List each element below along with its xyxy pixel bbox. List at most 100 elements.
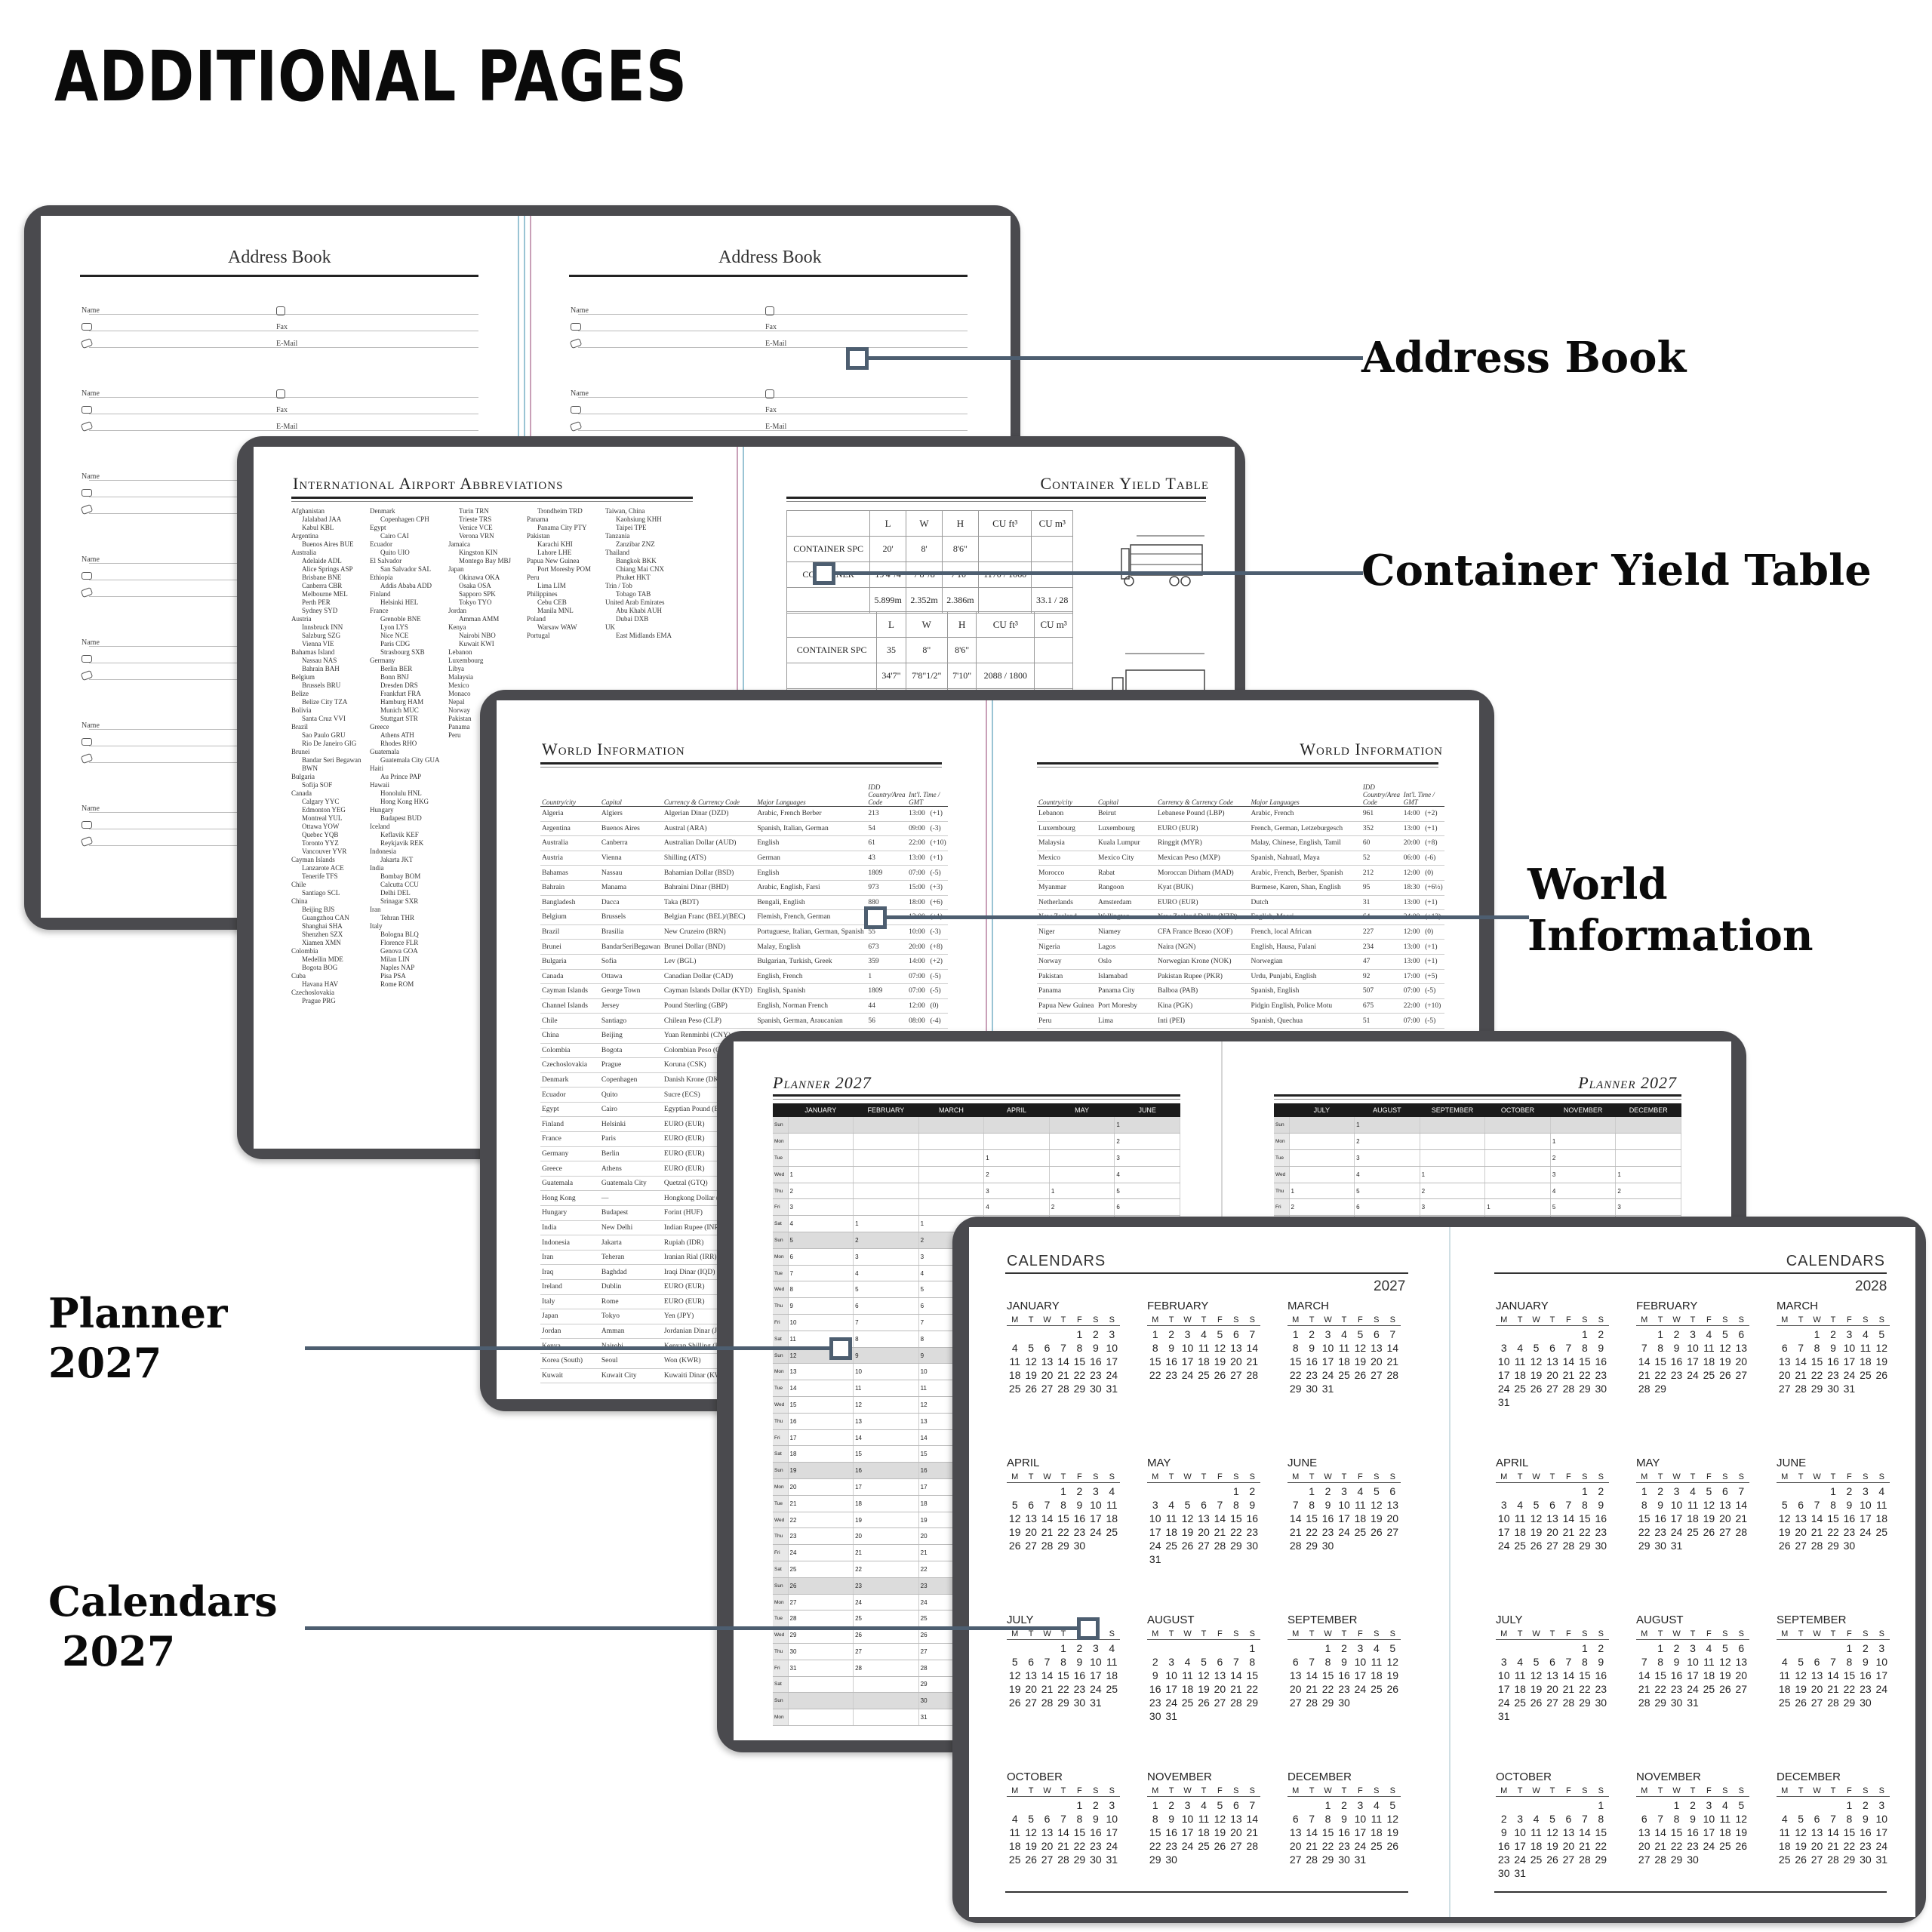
calendar-day[interactable]: 20	[1371, 1355, 1383, 1367]
calendar-day[interactable]: 25	[1008, 1383, 1021, 1395]
calendar-day[interactable]: 24	[1497, 1697, 1510, 1709]
calendar-day[interactable]: 1	[1673, 1799, 1680, 1811]
calendar-day[interactable]: 12	[1530, 1355, 1543, 1367]
planner-day-cell[interactable]: 23	[788, 1527, 854, 1546]
calendar-day[interactable]: 17	[1149, 1526, 1161, 1538]
calendar-day[interactable]: 22	[1230, 1526, 1242, 1538]
planner-day-cell[interactable]: 16	[788, 1413, 854, 1430]
calendar-day[interactable]: 23	[1338, 1840, 1350, 1852]
planner-day-cell[interactable]: 1	[1114, 1117, 1180, 1134]
calendar-day[interactable]: 26	[1546, 1854, 1558, 1866]
calendar-day[interactable]: 16	[1090, 1355, 1102, 1367]
calendar-day[interactable]: 18	[1875, 1512, 1888, 1524]
calendar-day[interactable]: 25	[1703, 1683, 1715, 1695]
calendar-day[interactable]: 11	[1514, 1355, 1526, 1367]
calendar-day[interactable]: 8	[1581, 1342, 1588, 1354]
calendar-day[interactable]: 27	[1198, 1540, 1210, 1552]
calendar-day[interactable]: 18	[1514, 1683, 1526, 1695]
calendar-day[interactable]: 20	[1546, 1526, 1558, 1538]
calendar-day[interactable]: 6	[1028, 1499, 1035, 1511]
calendar-day[interactable]: 20	[1735, 1669, 1748, 1681]
calendar-day[interactable]: 28	[1057, 1383, 1069, 1395]
planner-day-cell[interactable]	[853, 1166, 919, 1183]
calendar-day[interactable]: 27	[1735, 1369, 1748, 1381]
calendar-day[interactable]: 21	[1827, 1840, 1839, 1852]
calendar-day[interactable]: 9	[1830, 1342, 1836, 1354]
planner-day-cell[interactable]: 11	[853, 1380, 919, 1398]
calendar-day[interactable]: 6	[1292, 1813, 1299, 1825]
calendar-day[interactable]: 6	[1232, 1328, 1239, 1340]
planner-day-cell[interactable]: 24	[853, 1594, 919, 1611]
calendar-day[interactable]: 13	[1041, 1826, 1054, 1838]
calendar-day[interactable]: 6	[1292, 1656, 1299, 1668]
calendar-day[interactable]: 23	[1687, 1840, 1699, 1852]
planner-day-cell[interactable]: 27	[853, 1643, 919, 1660]
calendar-day[interactable]: 31	[1670, 1540, 1683, 1552]
planner-day-cell[interactable]: 3	[983, 1183, 1050, 1200]
calendar-day[interactable]: 7	[1581, 1813, 1588, 1825]
calendar-day[interactable]: 12	[1703, 1499, 1715, 1511]
calendar-day[interactable]: 28	[1735, 1526, 1748, 1538]
planner-day-cell[interactable]: 10	[788, 1314, 854, 1331]
calendar-day[interactable]: 13	[1386, 1499, 1399, 1511]
calendar-day[interactable]: 25	[1371, 1683, 1383, 1695]
planner-day-cell[interactable]: 4	[983, 1198, 1050, 1217]
calendar-day[interactable]: 4	[1781, 1656, 1788, 1668]
calendar-day[interactable]: 22	[1149, 1369, 1161, 1381]
calendar-day[interactable]: 29	[1321, 1854, 1334, 1866]
calendar-day[interactable]: 17	[1497, 1526, 1510, 1538]
calendar-day[interactable]: 21	[1057, 1840, 1069, 1852]
calendar-day[interactable]: 2	[1309, 1328, 1315, 1340]
calendar-day[interactable]: 26	[1778, 1540, 1791, 1552]
calendar-day[interactable]: 16	[1073, 1512, 1086, 1524]
calendar-day[interactable]: 28	[1041, 1697, 1054, 1709]
calendar-day[interactable]: 1	[1324, 1642, 1331, 1654]
calendar-day[interactable]: 26	[1795, 1697, 1807, 1709]
calendar-day[interactable]: 15	[1149, 1826, 1161, 1838]
calendar-day[interactable]: 7	[1798, 1342, 1804, 1354]
calendar-day[interactable]: 26	[1214, 1369, 1226, 1381]
planner-day-cell[interactable]: 4	[1354, 1166, 1420, 1183]
planner-day-cell[interactable]: 5	[1354, 1183, 1420, 1200]
calendar-day[interactable]: 1	[1232, 1485, 1239, 1497]
calendar-day[interactable]: 29	[1230, 1540, 1242, 1552]
planner-day-cell[interactable]: 20	[788, 1478, 854, 1496]
planner-day-cell[interactable]	[1289, 1149, 1355, 1167]
calendar-day[interactable]: 19	[1354, 1355, 1367, 1367]
calendar-day[interactable]: 17	[1106, 1355, 1118, 1367]
calendar-day[interactable]: 4	[1109, 1485, 1115, 1497]
calendar-day[interactable]: 16	[1827, 1355, 1839, 1367]
calendar-day[interactable]: 19	[1795, 1840, 1807, 1852]
calendar-day[interactable]: 11	[1514, 1669, 1526, 1681]
calendar-day[interactable]: 6	[1044, 1342, 1051, 1354]
calendar-day[interactable]: 13	[1230, 1342, 1242, 1354]
calendar-day[interactable]: 27	[1546, 1697, 1558, 1709]
calendar-day[interactable]: 21	[1306, 1840, 1318, 1852]
calendar-day[interactable]: 20	[1562, 1840, 1575, 1852]
calendar-day[interactable]: 8	[1324, 1656, 1331, 1668]
planner-day-cell[interactable]: 31	[788, 1660, 854, 1677]
calendar-day[interactable]: 1	[1060, 1485, 1066, 1497]
planner-day-cell[interactable]: 2	[1420, 1183, 1486, 1200]
calendar-day[interactable]: 2	[1830, 1328, 1836, 1340]
calendar-day[interactable]: 13	[1025, 1512, 1037, 1524]
calendar-day[interactable]: 25	[1530, 1854, 1543, 1866]
planner-day-cell[interactable]: 18	[853, 1495, 919, 1512]
calendar-day[interactable]: 24	[1354, 1840, 1367, 1852]
calendar-day[interactable]: 2	[1092, 1799, 1099, 1811]
calendar-day[interactable]: 6	[1738, 1642, 1745, 1654]
planner-day-cell[interactable]: 26	[853, 1626, 919, 1644]
calendar-day[interactable]: 12	[1875, 1342, 1888, 1354]
calendar-day[interactable]: 2	[1341, 1799, 1347, 1811]
calendar-day[interactable]: 2	[1862, 1642, 1869, 1654]
calendar-day[interactable]: 12	[1530, 1512, 1543, 1524]
calendar-day[interactable]: 7	[1738, 1485, 1745, 1497]
calendar-day[interactable]: 17	[1514, 1840, 1526, 1852]
calendar-day[interactable]: 26	[1530, 1383, 1543, 1395]
calendar-day[interactable]: 30	[1090, 1383, 1102, 1395]
calendar-day[interactable]: 14	[1057, 1826, 1069, 1838]
calendar-day[interactable]: 17	[1354, 1826, 1367, 1838]
calendar-day[interactable]: 4	[1168, 1499, 1175, 1511]
calendar-day[interactable]: 28	[1638, 1697, 1651, 1709]
calendar-day[interactable]: 27	[1810, 1697, 1823, 1709]
